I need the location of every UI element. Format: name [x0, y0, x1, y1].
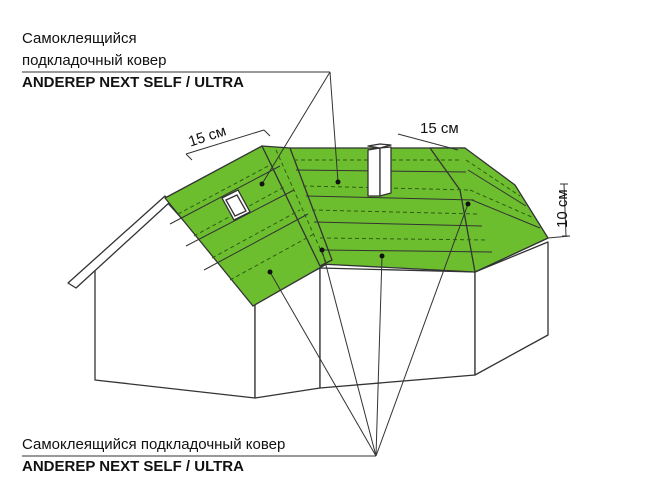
top-label-product-name: ANDEREP NEXT SELF / ULTRA [22, 74, 244, 91]
top-label-line2: подкладочный ковер [22, 52, 167, 69]
main-front-wall [319, 267, 476, 389]
roof-window [221, 189, 251, 221]
right-overlap-dimension: 15 см [420, 120, 459, 137]
main-right-wall [474, 241, 549, 376]
bottom-label-line1: Самоклеящийся подкладочный ковер [22, 436, 286, 453]
eave-overlap-dimension: 10 см [554, 189, 571, 228]
bottom-label-product-name: ANDEREP NEXT SELF / ULTRA [22, 458, 244, 475]
top-label-line1: Самоклеящийся [22, 30, 137, 47]
top-underlayment-label: Самоклеящийся подкладочный ковер ANDEREP… [22, 28, 244, 94]
bottom-underlayment-label: Самоклеящийся подкладочный ковер ANDEREP… [22, 434, 285, 478]
chimney [367, 147, 381, 197]
